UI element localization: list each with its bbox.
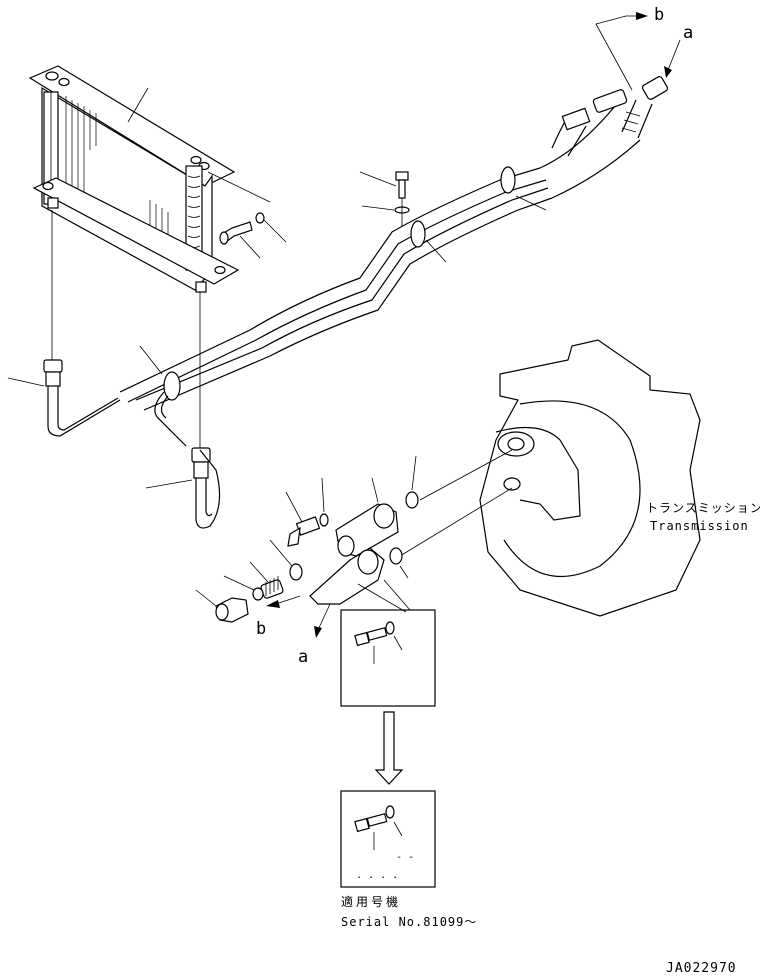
tube-clamps <box>139 166 547 447</box>
transmission-label-jp: トランスミッション <box>646 501 760 515</box>
transmission-label-en: Transmission <box>650 519 749 533</box>
plug-spring <box>260 576 284 599</box>
callout-b-top-label: b <box>654 5 664 25</box>
clamp-bolt <box>359 171 410 226</box>
callout-a-top-label: a <box>683 23 693 43</box>
oil-cooler <box>28 65 240 293</box>
callout-a-bottom: a <box>298 603 331 667</box>
serial-note-en: Serial No.81099～ <box>341 915 477 929</box>
callout-b-bottom: b <box>256 595 301 639</box>
inset-dash: - - <box>396 852 414 863</box>
hose-lower <box>145 447 221 529</box>
cooler-tubes <box>119 99 641 411</box>
inset-box-new: - - . . . . <box>340 790 436 888</box>
callout-b-top: b <box>595 5 664 91</box>
inset-dots: . . . . <box>356 870 398 881</box>
transmission-fittings <box>389 449 513 579</box>
callout-b-bottom-label: b <box>256 619 266 639</box>
callout-a-top: a <box>664 23 693 78</box>
transmission-housing <box>479 339 701 617</box>
hose-left <box>7 359 121 437</box>
upper-hoses <box>551 76 669 157</box>
callout-a-bottom-label: a <box>298 647 308 667</box>
cooler-mount-bolt <box>207 171 287 259</box>
adapter-bolts <box>195 477 329 623</box>
change-arrow <box>374 711 404 785</box>
adapter-block <box>309 477 411 613</box>
drawing-id: JA022970 <box>666 961 737 976</box>
inset-box-current <box>340 609 436 707</box>
serial-note-jp: 適用号機 <box>341 894 401 909</box>
